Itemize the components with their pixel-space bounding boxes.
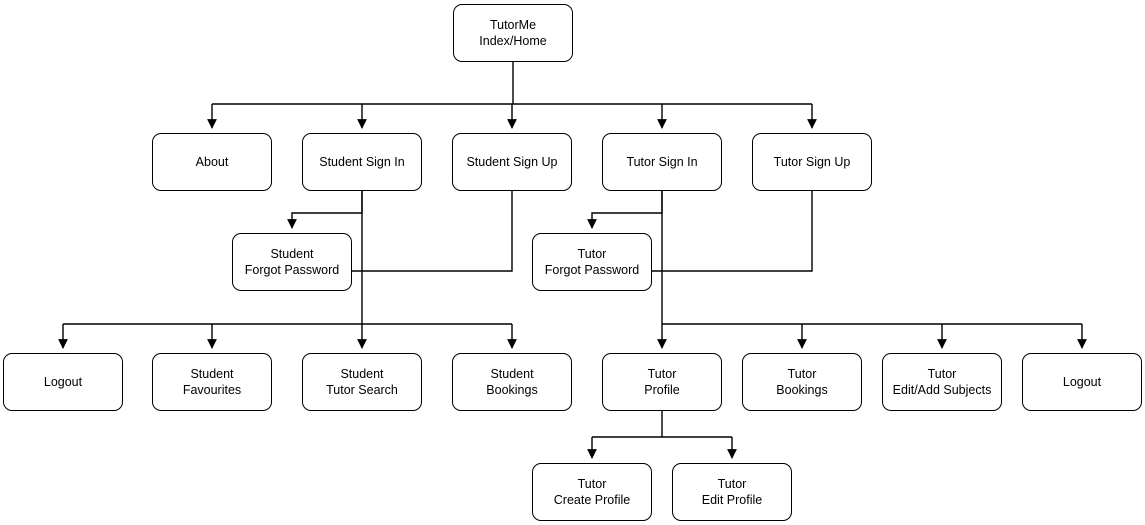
node-tutor-forgot-password[interactable]: Tutor Forgot Password xyxy=(532,233,652,291)
node-about[interactable]: About xyxy=(152,133,272,191)
node-student-sign-in[interactable]: Student Sign In xyxy=(302,133,422,191)
node-tutor-create-profile[interactable]: Tutor Create Profile xyxy=(532,463,652,521)
node-logout-tutor[interactable]: Logout xyxy=(1022,353,1142,411)
node-tutor-sign-in[interactable]: Tutor Sign In xyxy=(602,133,722,191)
node-tutor-edit-add-subjects[interactable]: Tutor Edit/Add Subjects xyxy=(882,353,1002,411)
node-tutor-profile[interactable]: Tutor Profile xyxy=(602,353,722,411)
node-student-forgot-password[interactable]: Student Forgot Password xyxy=(232,233,352,291)
node-student-sign-up[interactable]: Student Sign Up xyxy=(452,133,572,191)
node-logout-student[interactable]: Logout xyxy=(3,353,123,411)
node-tutor-bookings[interactable]: Tutor Bookings xyxy=(742,353,862,411)
node-student-tutor-search[interactable]: Student Tutor Search xyxy=(302,353,422,411)
node-student-bookings[interactable]: Student Bookings xyxy=(452,353,572,411)
node-tutor-sign-up[interactable]: Tutor Sign Up xyxy=(752,133,872,191)
node-tutor-edit-profile[interactable]: Tutor Edit Profile xyxy=(672,463,792,521)
node-student-favourites[interactable]: Student Favourites xyxy=(152,353,272,411)
node-index-home[interactable]: TutorMe Index/Home xyxy=(453,4,573,62)
